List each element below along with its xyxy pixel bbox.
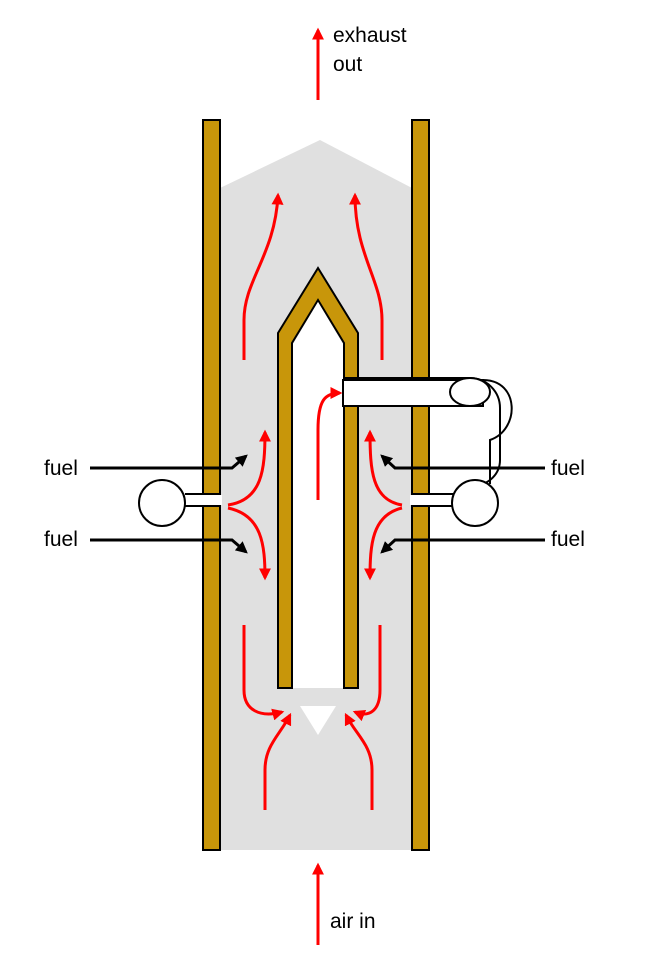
lower-right-side-flow — [352, 625, 382, 722]
inner-flame-tube — [277, 266, 359, 689]
left-outer-wall — [202, 119, 221, 851]
right-upper-flow-arrow — [364, 429, 403, 507]
lower-left-center-flow — [263, 712, 292, 810]
fuel-label-left-top: fuel — [44, 457, 78, 480]
left-lower-flow-arrow — [227, 506, 271, 581]
right-lower-flow-arrow — [364, 506, 403, 581]
tube-bottom-notch — [300, 706, 336, 735]
fuel-label-left-bottom: fuel — [44, 528, 78, 551]
pilot-loop-bulb — [449, 377, 491, 407]
top-left-flow-arrow — [242, 192, 284, 360]
air-in-label: air in — [330, 910, 376, 933]
lower-right-center-flow — [344, 712, 374, 810]
lower-left-side-flow — [242, 625, 285, 721]
exhaust-label: exhaust — [333, 24, 407, 47]
right-outer-wall — [411, 119, 430, 851]
pilot-loop — [482, 379, 513, 460]
fuel-line-left-top — [90, 454, 248, 470]
fuel-line-right-top — [380, 454, 545, 470]
flow-arrows — [227, 27, 403, 945]
top-right-flow-arrow — [349, 192, 384, 360]
left-fuel-manifold — [138, 479, 186, 527]
fuel-line-right-bottom — [380, 538, 545, 554]
left-upper-flow-arrow — [227, 429, 271, 507]
pilot-flow-arrow — [316, 387, 343, 500]
fuel-line-left-bottom — [90, 538, 248, 554]
fuel-label-right-bottom: fuel — [551, 528, 585, 551]
right-fuel-manifold — [451, 479, 499, 527]
out-label: out — [333, 53, 362, 76]
fuel-label-right-top: fuel — [551, 457, 585, 480]
